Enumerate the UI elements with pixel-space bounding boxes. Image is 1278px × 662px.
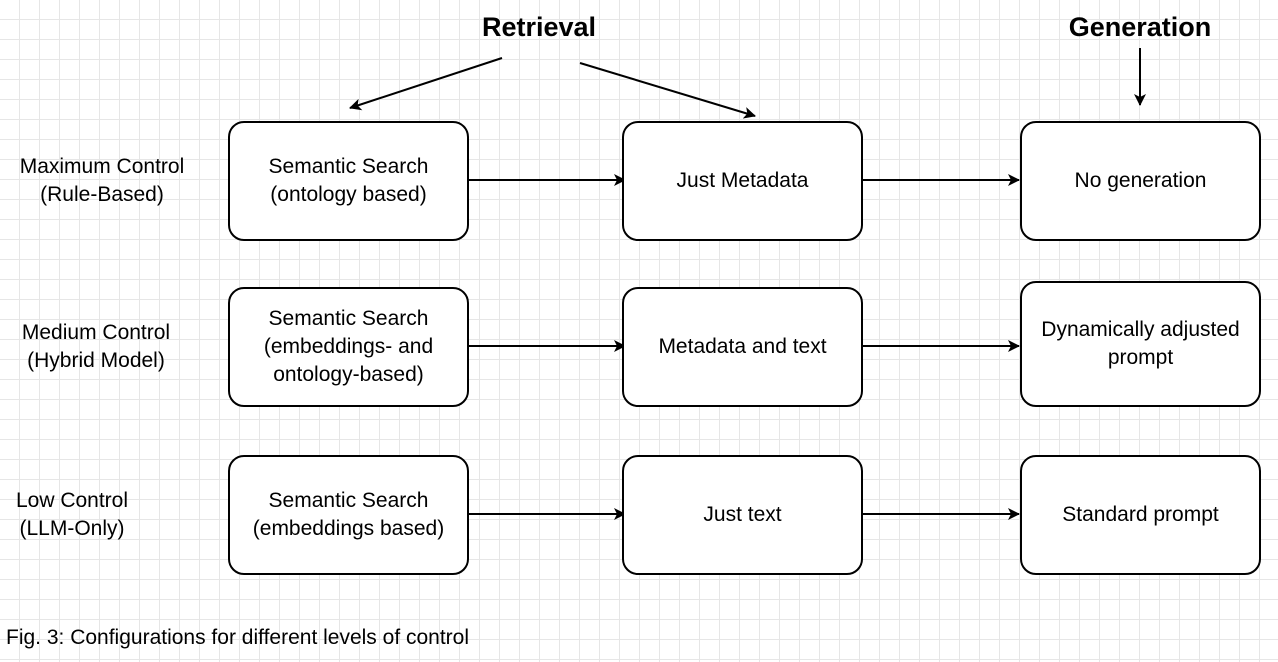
arrow-retrieval-to-search (349, 57, 503, 111)
row-label-maximum-control: Maximum Control (Rule-Based) (19, 155, 185, 206)
retrieval-heading: Retrieval (481, 12, 597, 42)
box-semantic-search-hybrid: Semantic Search (embeddings- and ontolog… (228, 287, 469, 407)
row-label-low-control: Low Control (LLM-Only) (15, 489, 129, 540)
generation-heading: Generation (1068, 12, 1212, 42)
row-label-medium-control: Medium Control (Hybrid Model) (21, 321, 171, 372)
box-just-text: Just text (622, 455, 863, 575)
box-metadata-and-text: Metadata and text (622, 287, 863, 407)
figure-caption: Fig. 3: Configurations for different lev… (6, 626, 470, 649)
box-dynamically-adjusted-prompt: Dynamically adjusted prompt (1020, 281, 1261, 407)
box-standard-prompt: Standard prompt (1020, 455, 1261, 575)
box-semantic-search-embeddings: Semantic Search (embeddings based) (228, 455, 469, 575)
box-no-generation: No generation (1020, 121, 1261, 241)
box-semantic-search-ontology: Semantic Search (ontology based) (228, 121, 469, 241)
arrow-retrieval-to-metadata (579, 62, 756, 119)
box-just-metadata: Just Metadata (622, 121, 863, 241)
